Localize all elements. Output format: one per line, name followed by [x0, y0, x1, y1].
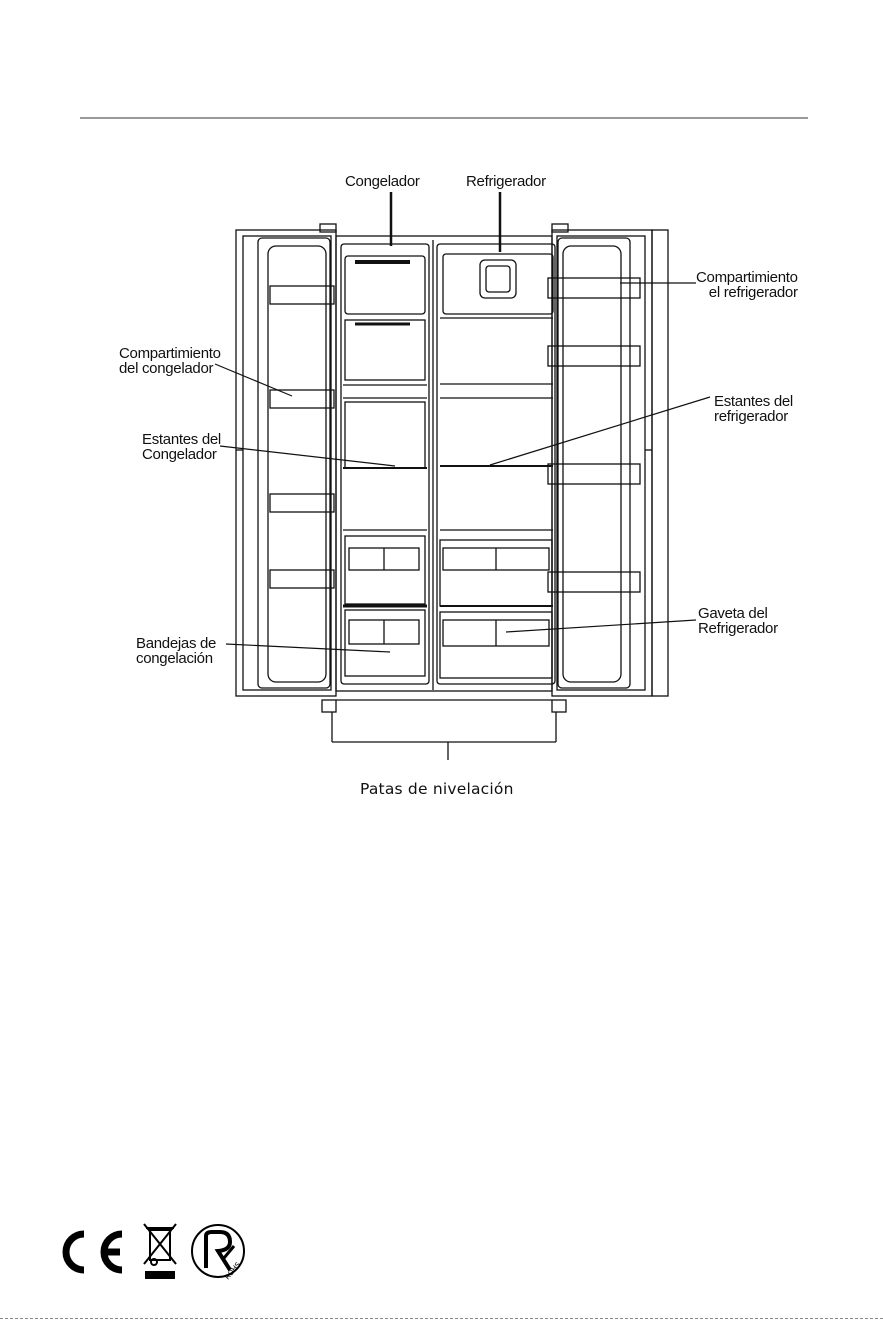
ce-mark-icon	[66, 1234, 122, 1270]
label-fridge: Refrigerador	[466, 174, 546, 189]
bottom-rule	[0, 1318, 883, 1319]
label-freezer-shelves: Estantes del Congelador	[142, 432, 221, 462]
left-door-bins	[270, 286, 334, 588]
right-door	[552, 230, 668, 696]
left-door	[236, 230, 336, 696]
label-freezer: Congelador	[345, 174, 420, 189]
label-leveling-legs: Patas de nivelación	[360, 780, 514, 798]
label-fridge-shelves: Estantes del refrigerador	[714, 394, 793, 424]
label-fridge-compartment: Compartimiento el refrigerador	[696, 270, 798, 300]
weee-bin-icon	[144, 1224, 176, 1278]
label-freezer-trays: Bandejas de congelación	[136, 636, 216, 666]
label-freezer-compartment: Compartimiento del congelador	[119, 346, 221, 376]
leveling-legs	[322, 700, 566, 760]
label-fridge-drawer: Gaveta del Refrigerador	[698, 606, 778, 636]
certification-marks: ROHS	[50, 1218, 260, 1288]
freezer-interior	[343, 256, 427, 676]
leader-lines	[215, 192, 710, 652]
right-door-bins	[548, 278, 640, 592]
fridge-interior	[440, 254, 553, 678]
